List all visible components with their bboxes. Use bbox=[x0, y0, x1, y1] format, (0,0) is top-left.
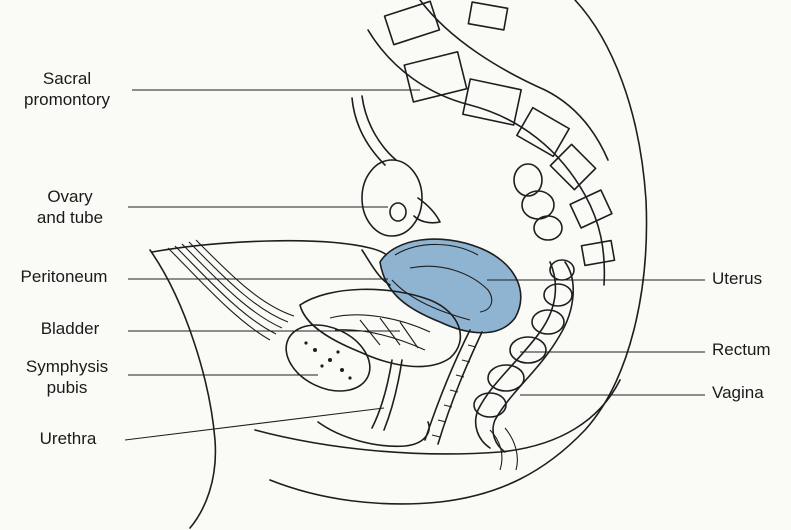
label-rectum: Rectum bbox=[712, 339, 771, 360]
label-sacral-promontory-line2: promontory bbox=[8, 89, 126, 110]
label-symphysis-line1: Symphysis bbox=[8, 356, 126, 377]
label-sacral-promontory-line1: Sacral bbox=[8, 68, 126, 89]
label-symphysis-line2: pubis bbox=[8, 377, 126, 398]
abdominal-wall-outline bbox=[150, 250, 215, 528]
label-urethra: Urethra bbox=[14, 428, 122, 449]
sigmoid-colon-shape bbox=[514, 164, 562, 240]
label-bladder: Bladder bbox=[18, 318, 122, 339]
label-vagina: Vagina bbox=[712, 382, 764, 403]
label-uterus: Uterus bbox=[712, 268, 762, 289]
label-ovary-line1: Ovary bbox=[18, 186, 122, 207]
sacrum-vertebrae bbox=[368, 0, 615, 285]
ovary-and-tube-shape bbox=[352, 96, 440, 236]
uterus-shape bbox=[362, 239, 521, 333]
leader-urethra bbox=[125, 408, 384, 440]
vagina-shape bbox=[425, 330, 482, 444]
label-peritoneum: Peritoneum bbox=[4, 266, 124, 287]
label-ovary-and-tube: Ovary and tube bbox=[18, 186, 122, 228]
abdominal-muscle-layers bbox=[168, 240, 294, 340]
label-symphysis-pubis: Symphysis pubis bbox=[8, 356, 126, 398]
label-ovary-line2: and tube bbox=[18, 207, 122, 228]
urethra-shape bbox=[372, 360, 402, 430]
label-sacral-promontory: Sacral promontory bbox=[8, 68, 126, 110]
